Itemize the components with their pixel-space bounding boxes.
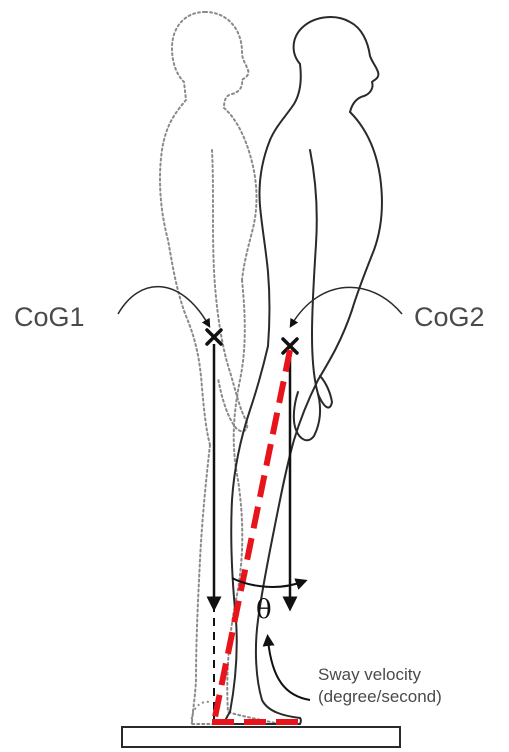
cog1-marker: [207, 330, 221, 344]
sway-velocity-label-line2: (degree/second): [318, 687, 442, 706]
force-platform: [122, 727, 400, 747]
sway-velocity-pointer: [268, 640, 310, 700]
sway-velocity-label-line1: Sway velocity: [318, 665, 421, 684]
cog2-label: CoG2: [414, 302, 485, 332]
cog2-pointer-curve: [292, 287, 402, 324]
theta-label: θ: [256, 595, 272, 625]
cog1-pointer-curve: [118, 287, 208, 324]
figure-solid-outline: [225, 17, 382, 724]
cog1-label: CoG1: [14, 302, 85, 332]
